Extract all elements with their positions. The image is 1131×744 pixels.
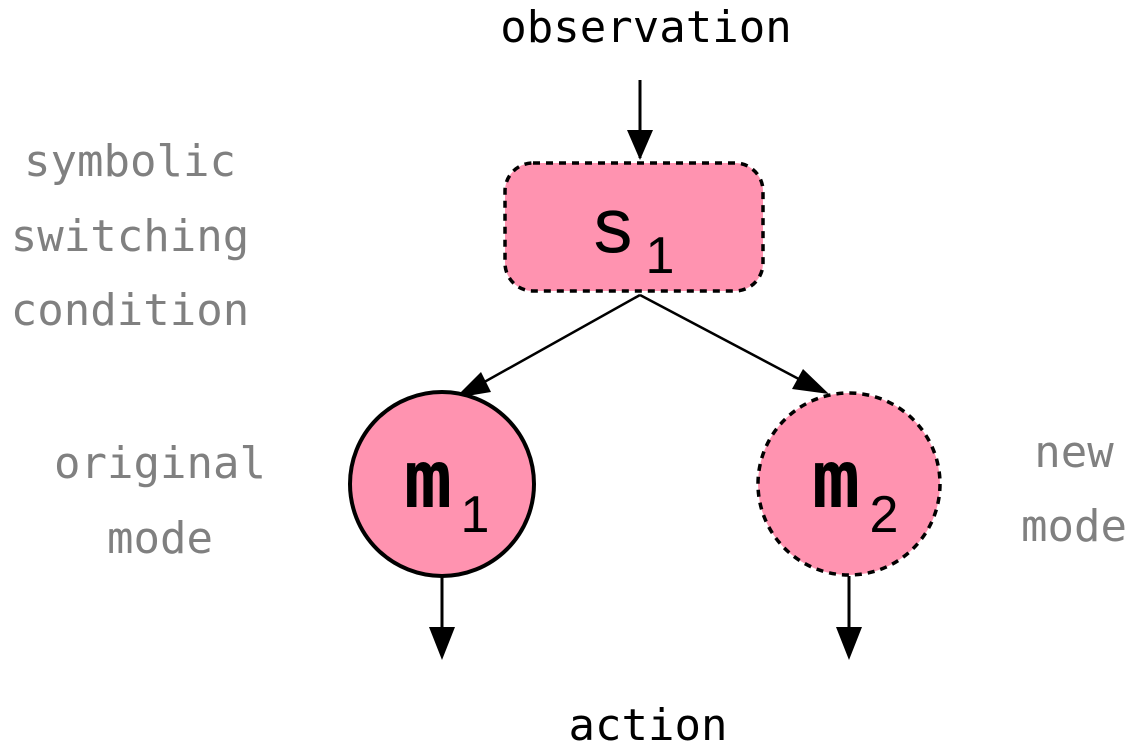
- switch-node-shape: [503, 161, 765, 293]
- new-mode-node-letter: m: [812, 433, 860, 526]
- original-mode-node-subscript: 1: [461, 486, 490, 544]
- original-mode-node-letter: m: [404, 433, 452, 526]
- arrow-new-to-action: [836, 576, 862, 660]
- switch-node[interactable]: s 1: [503, 161, 765, 293]
- condition-label-line2: switching: [11, 211, 249, 262]
- original-mode-label-line2: mode: [107, 513, 213, 564]
- condition-label-line1: symbolic: [24, 136, 236, 187]
- arrow-switch-to-new: [639, 293, 829, 394]
- condition-label-line3: condition: [11, 285, 249, 336]
- new-mode-label-line1: new: [1034, 427, 1114, 478]
- switch-node-subscript: 1: [646, 227, 675, 285]
- action-label: action: [569, 700, 728, 744]
- original-mode-label: original mode: [54, 438, 266, 564]
- new-mode-label: new mode: [1021, 427, 1127, 552]
- new-mode-label-line2: mode: [1021, 501, 1127, 552]
- observation-label: observation: [500, 2, 791, 53]
- original-mode-label-line1: original: [54, 438, 266, 489]
- original-mode-node-shape: [348, 390, 536, 578]
- original-mode-node[interactable]: m 1: [348, 390, 536, 578]
- new-mode-node-shape: [756, 391, 942, 577]
- switch-node-letter: s: [594, 181, 633, 269]
- condition-label: symbolic switching condition: [11, 136, 249, 336]
- new-mode-node-subscript: 2: [870, 486, 899, 544]
- arrow-observation-to-switch: [627, 80, 653, 160]
- arrow-switch-to-original: [455, 293, 641, 398]
- arrow-original-to-action: [429, 577, 455, 660]
- new-mode-node[interactable]: m 2: [756, 391, 942, 577]
